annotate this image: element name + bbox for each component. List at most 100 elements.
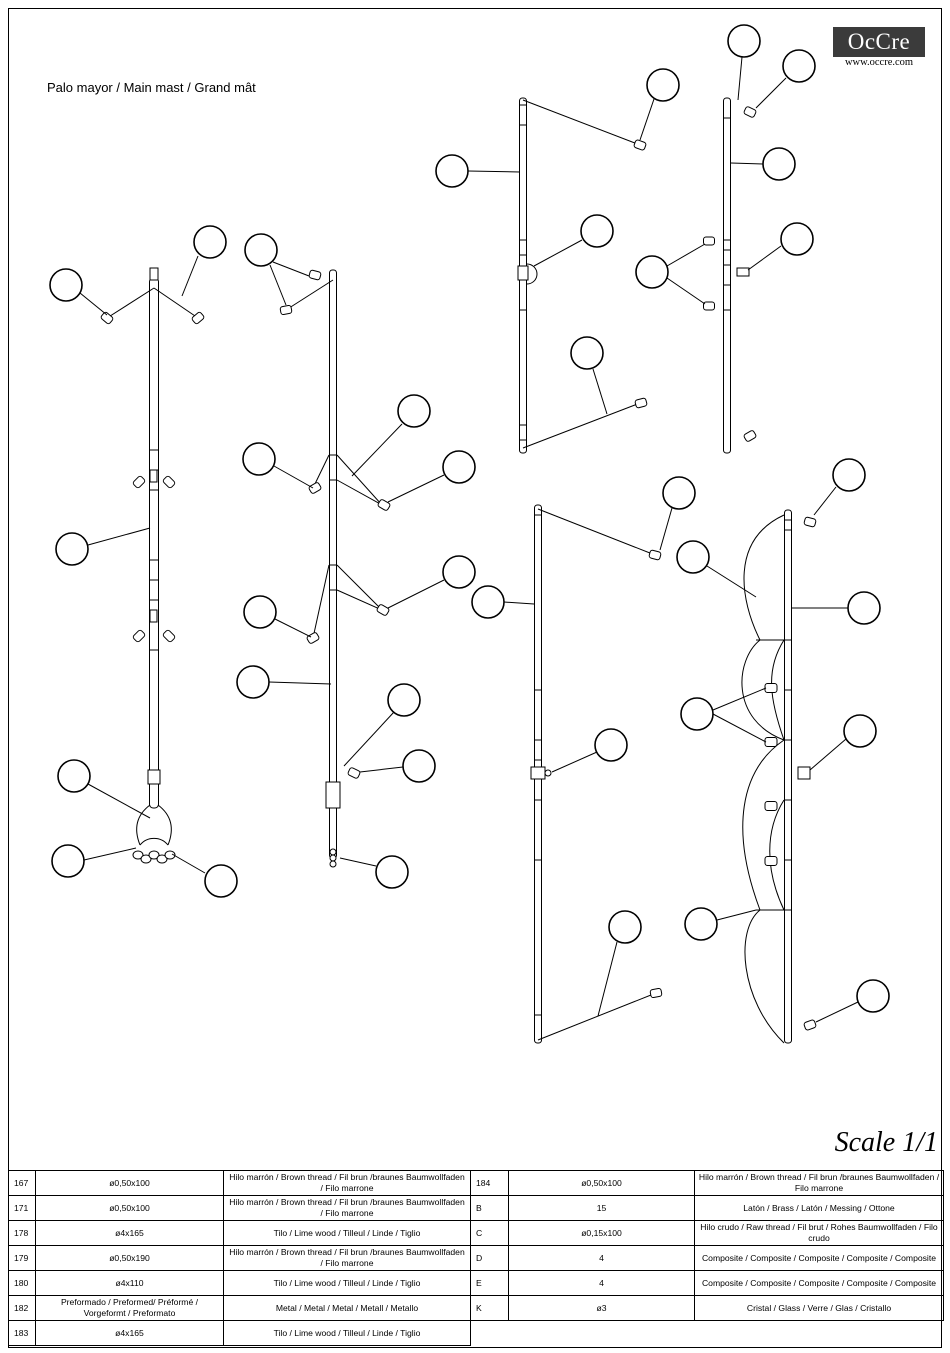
leader-line <box>813 486 837 516</box>
deadeye-block <box>279 305 293 315</box>
callout-circle <box>204 864 238 898</box>
part-size: ø3 <box>508 1295 695 1321</box>
leader-line <box>533 239 583 267</box>
leader-line <box>336 479 383 506</box>
leader-line <box>339 857 377 867</box>
main-mast-shaft <box>784 509 792 1044</box>
leader-line <box>755 77 787 109</box>
mast-fitting <box>517 265 529 281</box>
deadeye-block <box>634 397 648 409</box>
leader-line <box>730 162 764 165</box>
heel-block <box>156 854 168 864</box>
mast-tenon <box>149 267 159 281</box>
leader-line <box>336 589 383 611</box>
part-size: ø0,50x190 <box>35 1245 224 1271</box>
part-material: Hilo marrón / Brown thread / Fil brun /b… <box>694 1170 944 1196</box>
callout-circle <box>843 714 877 748</box>
leader-line <box>551 751 598 773</box>
leader-line <box>503 601 535 605</box>
leader-line <box>716 909 757 921</box>
stay-line <box>537 508 656 556</box>
part-size: ø0,50x100 <box>35 1195 224 1221</box>
callout-circle <box>442 555 476 589</box>
part-material: Composite / Composite / Composite / Comp… <box>694 1245 944 1271</box>
leader-line <box>181 255 199 297</box>
leader-line <box>387 579 445 609</box>
callout-circle <box>55 532 89 566</box>
shroud-line <box>106 287 155 319</box>
deadeye-block <box>803 516 817 528</box>
callout-circle <box>402 749 436 783</box>
part-material: Cristal / Glass / Verre / Glas / Cristal… <box>694 1295 944 1321</box>
part-ref: 167 <box>8 1170 36 1196</box>
mast-heel-curve <box>136 804 172 846</box>
deadeye-block <box>764 801 778 811</box>
deadeye-block <box>703 236 715 246</box>
shroud-curve <box>769 799 785 911</box>
part-material: Hilo marrón / Brown thread / Fil brun /b… <box>223 1195 471 1221</box>
deadeye-block <box>347 767 361 779</box>
shroud-line <box>153 287 199 319</box>
callout-circle <box>397 394 431 428</box>
page-title: Palo mayor / Main mast / Grand mât <box>47 80 256 95</box>
occre-logo: OcCre <box>833 27 925 57</box>
callout-circle <box>570 336 604 370</box>
deadeye-block <box>743 106 757 118</box>
leader-line <box>272 261 310 277</box>
callout-circle <box>680 697 714 731</box>
callout-circle <box>856 979 890 1013</box>
deadeye-block <box>306 632 320 644</box>
callout-circle <box>236 665 270 699</box>
part-material: Composite / Composite / Composite / Comp… <box>694 1270 944 1296</box>
mast-cleat <box>149 469 158 483</box>
leader-line <box>666 243 706 267</box>
leader-line <box>659 507 673 551</box>
part-ref: B <box>470 1195 509 1221</box>
callout-circle <box>847 591 881 625</box>
callout-circle <box>387 683 421 717</box>
deadeye-block <box>132 629 146 643</box>
callout-circle <box>780 222 814 256</box>
stay-line <box>522 402 641 449</box>
part-size: 4 <box>508 1245 695 1271</box>
leader-line <box>597 941 618 1017</box>
part-size: ø0,50x100 <box>35 1170 224 1196</box>
logo-url: www.occre.com <box>844 57 914 68</box>
leader-line <box>312 564 330 639</box>
deadeye-block <box>649 988 663 998</box>
deadeye-block <box>803 1019 817 1031</box>
leader-line <box>83 847 137 861</box>
callout-circle <box>49 268 83 302</box>
part-material: Tilo / Lime wood / Tilleul / Linde / Tig… <box>223 1220 471 1246</box>
part-ref: 183 <box>8 1320 36 1346</box>
heel-ring <box>329 854 337 862</box>
part-size: ø0,50x100 <box>508 1170 695 1196</box>
main-mast-shaft <box>149 277 159 809</box>
leader-line <box>87 527 151 546</box>
callout-circle <box>832 458 866 492</box>
main-mast-shaft <box>329 269 337 859</box>
part-ref: 182 <box>8 1295 36 1321</box>
leader-line <box>351 423 403 477</box>
leader-line <box>273 465 314 489</box>
deadeye-block <box>764 737 778 747</box>
mast-heel-ring <box>139 837 169 846</box>
stay-line <box>537 992 657 1041</box>
part-material: Hilo marrón / Brown thread / Fil brun /b… <box>223 1245 471 1271</box>
part-ref: K <box>470 1295 509 1321</box>
deadeye-block <box>162 629 176 643</box>
leader-line <box>343 711 395 767</box>
mast-fitting <box>530 766 546 780</box>
leader-line <box>815 1001 859 1023</box>
part-material: Metal / Metal / Metal / Metall / Metallo <box>223 1295 471 1321</box>
mast-fitting <box>325 781 341 809</box>
mast-cleat <box>797 766 811 780</box>
deadeye-block <box>162 475 176 489</box>
callout-circle <box>244 233 278 267</box>
deadeye-block <box>100 311 114 325</box>
